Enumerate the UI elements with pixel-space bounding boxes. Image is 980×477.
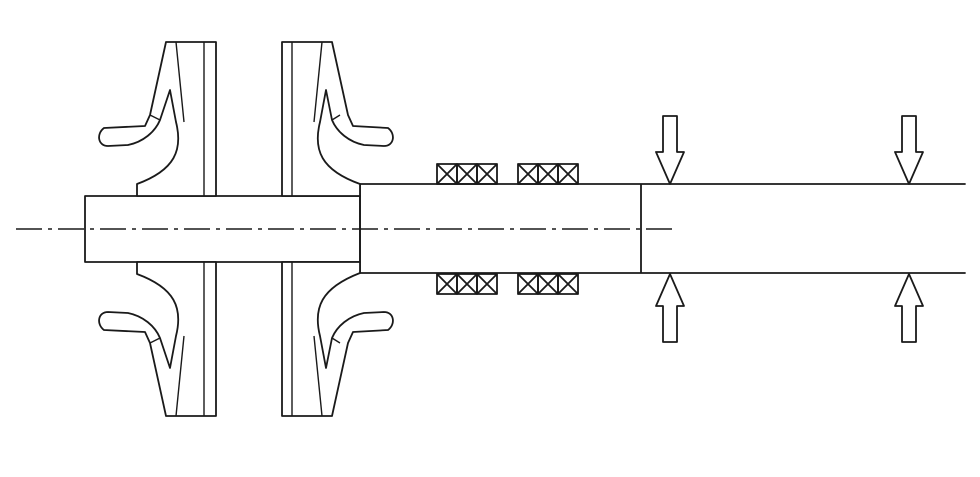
bearing-cell bbox=[456, 163, 478, 185]
bearing-upper bbox=[436, 163, 579, 185]
load-arrows bbox=[655, 115, 924, 343]
shaft-main bbox=[359, 183, 966, 274]
impeller-right-upper-details bbox=[291, 41, 341, 196]
bearing-cell bbox=[456, 273, 478, 295]
bearings bbox=[436, 163, 579, 295]
impeller-left-lower-details bbox=[149, 262, 205, 417]
bearing-cell bbox=[557, 163, 579, 185]
bearing-cell bbox=[517, 163, 539, 185]
bearing-cell bbox=[436, 273, 458, 295]
bearing-cell bbox=[436, 163, 458, 185]
load-arrow-down bbox=[655, 115, 685, 185]
bearing-lower bbox=[436, 273, 579, 295]
bearing-cell bbox=[557, 273, 579, 295]
impeller-left-half bbox=[98, 41, 217, 417]
bearing-cell bbox=[476, 163, 498, 185]
impeller-right-upper bbox=[281, 41, 394, 197]
load-arrow-up bbox=[655, 273, 685, 343]
impeller-left-upper-details bbox=[149, 41, 205, 196]
impeller-right-lower bbox=[281, 261, 394, 417]
impeller-right-half bbox=[281, 41, 394, 417]
load-arrow-down bbox=[894, 115, 924, 185]
bearing-cell bbox=[537, 273, 559, 295]
bearing-cell bbox=[476, 273, 498, 295]
load-arrow-up bbox=[894, 273, 924, 343]
impeller-right-lower-details bbox=[291, 262, 341, 417]
shaft bbox=[84, 183, 966, 274]
bearing-cell bbox=[537, 163, 559, 185]
bearing-cell bbox=[517, 273, 539, 295]
